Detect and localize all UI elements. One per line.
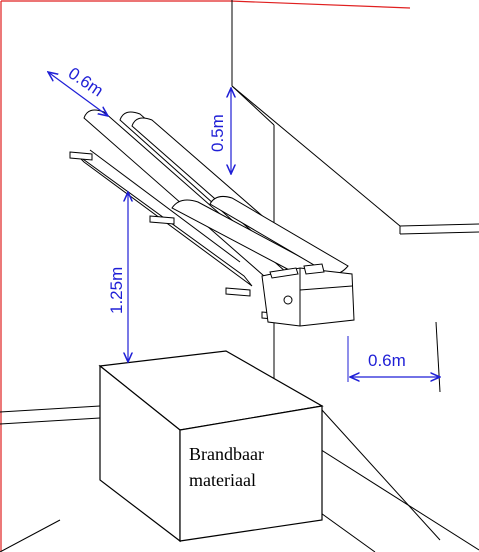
dimension-ceiling-clearance: 0.5m — [208, 88, 231, 174]
dimension-label-height-above-material: 1.25m — [107, 267, 126, 314]
dimension-label-wall-clearance: 0.6m — [368, 351, 406, 370]
dimension-wall-clearance: 0.6m — [347, 336, 440, 382]
dimension-label-heater-width: 0.6m — [65, 64, 107, 101]
material-label-line2: materiaal — [189, 470, 256, 490]
material-box — [98, 350, 324, 543]
dimension-heater-width: 0.6m — [48, 64, 108, 116]
dimension-label-ceiling-clearance: 0.5m — [208, 114, 227, 152]
material-label-line1: Brandbaar — [189, 444, 264, 464]
frame-border — [0, 0, 411, 551]
dimension-height-above-material: 1.25m — [107, 192, 128, 362]
heater-unit — [69, 109, 355, 327]
